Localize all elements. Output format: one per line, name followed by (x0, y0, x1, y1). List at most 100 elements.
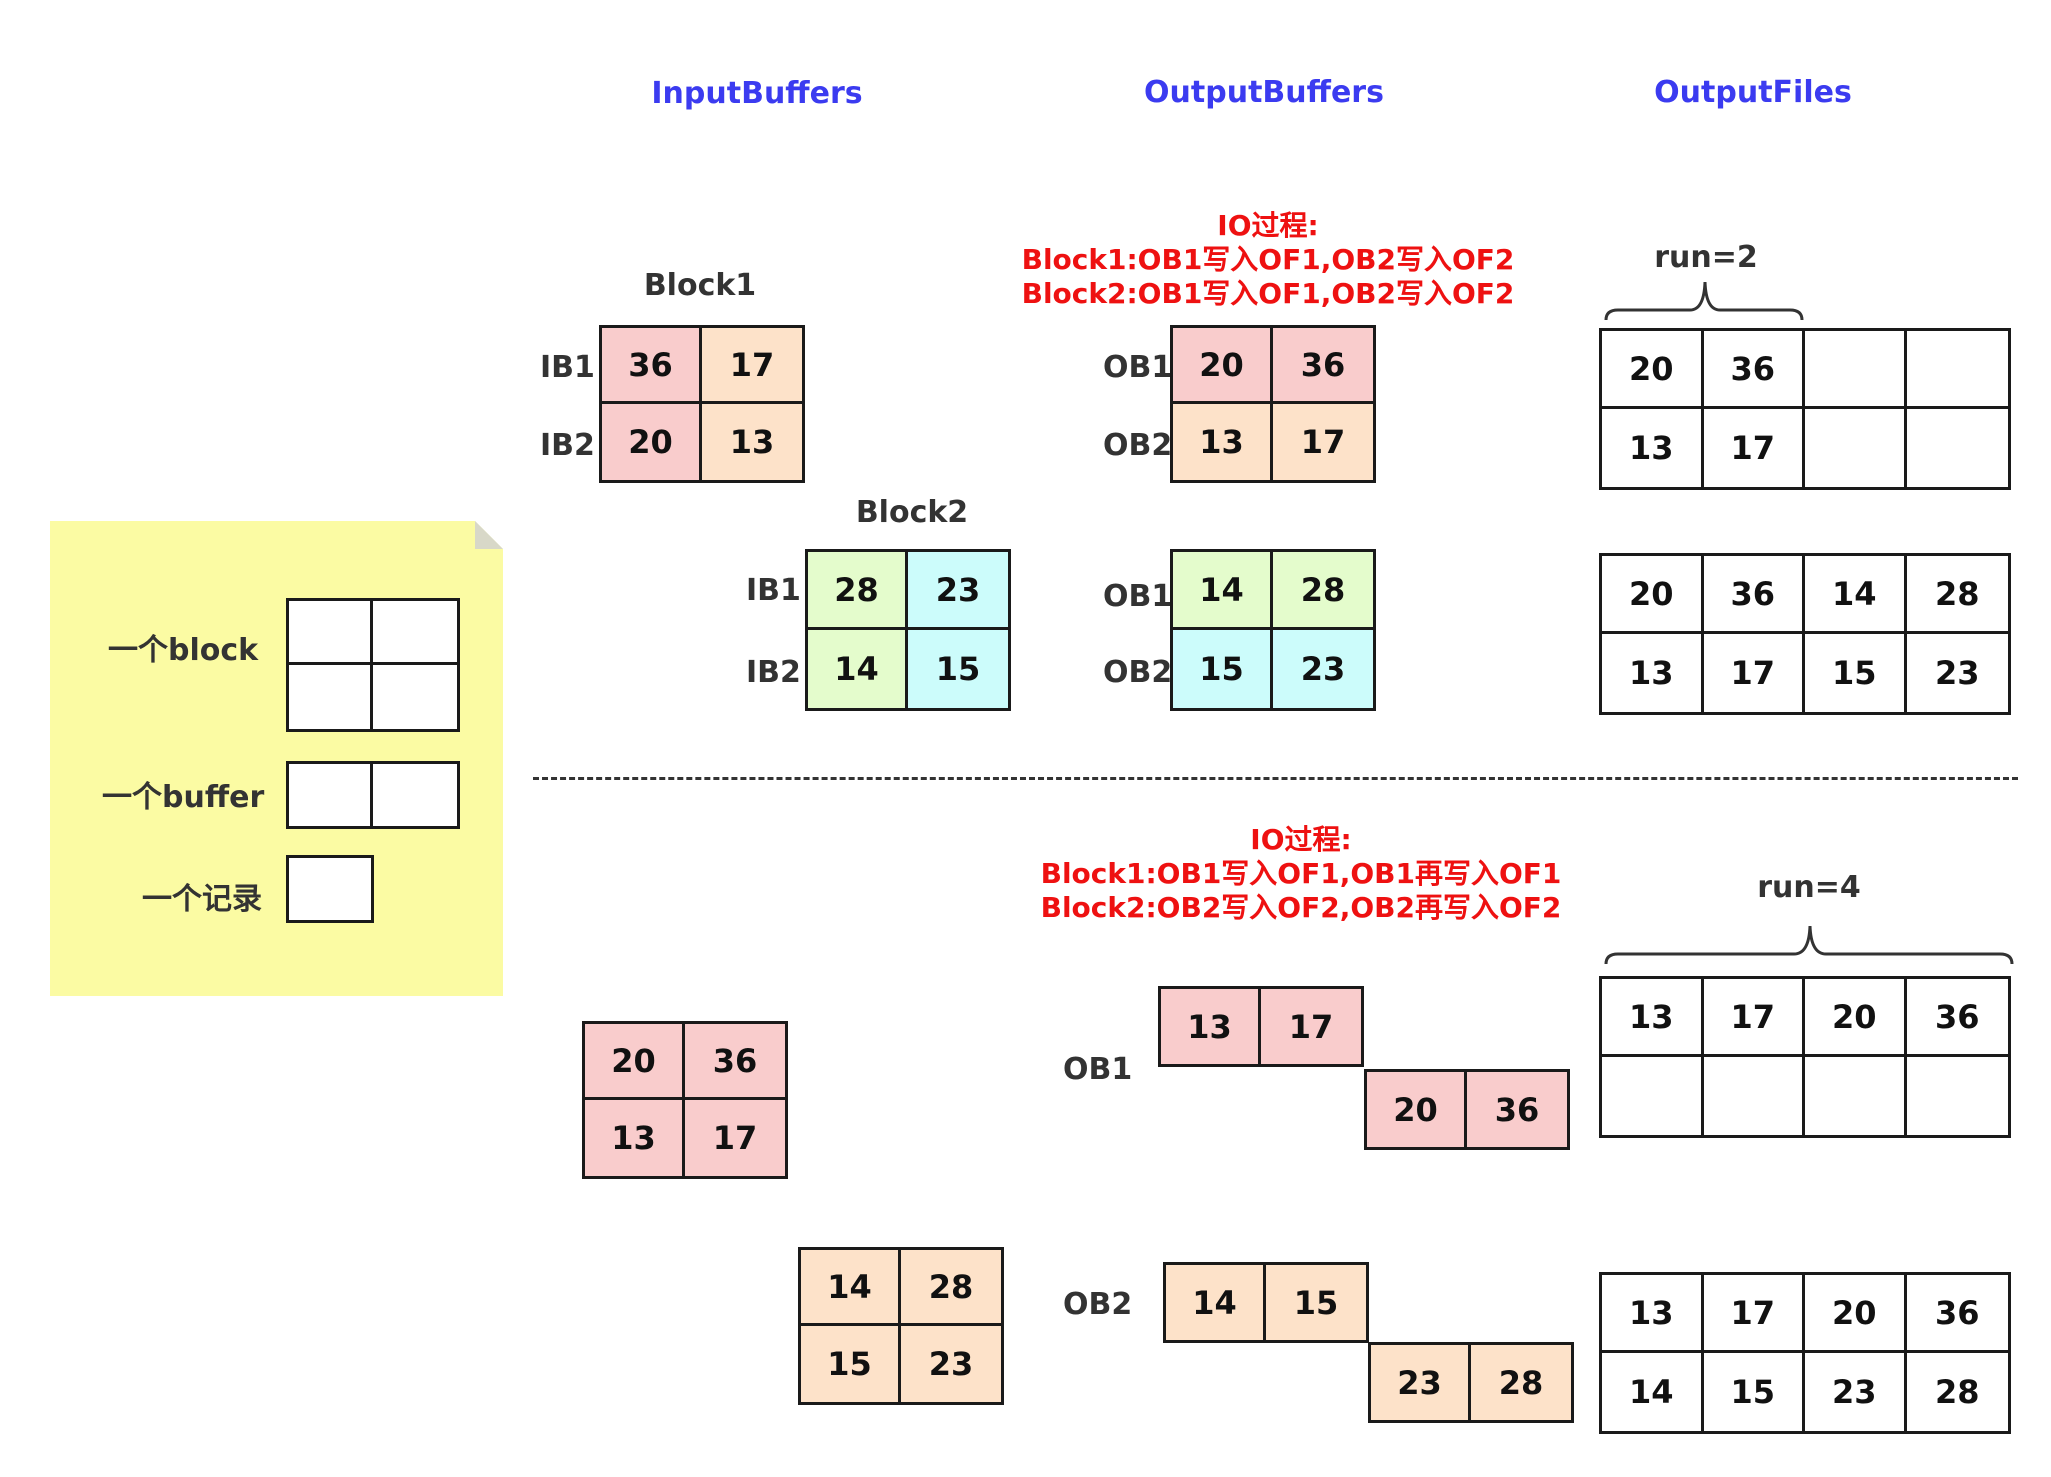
record-cell (1805, 331, 1907, 409)
top-io-line-3: Block2:OB1写入OF1,OB2写入OF2 (1021, 277, 1515, 310)
record-cell: 20 (1805, 979, 1907, 1057)
record-cell: 36 (1467, 1072, 1567, 1147)
record-cell (1805, 1057, 1907, 1135)
record-cell: 36 (1273, 328, 1373, 404)
record-cell: 20 (585, 1024, 685, 1100)
bottom-ob2-label: OB2 (1063, 1287, 1133, 1322)
record-cell: 20 (1367, 1072, 1467, 1147)
record-cell: 13 (702, 404, 802, 480)
record-cell: 36 (1906, 1275, 2008, 1353)
record-cell (1906, 331, 2008, 409)
record-cell: 28 (1906, 556, 2008, 634)
bottom-io-process: IO过程: Block1:OB1写入OF1,OB1再写入OF1 Block2:O… (1041, 823, 1562, 925)
record-cell (289, 665, 373, 729)
block2-label: Block2 (855, 495, 969, 530)
record-cell: 28 (901, 1250, 1001, 1326)
top-ib1-label-block2: IB1 (746, 573, 801, 608)
record-cell: 28 (1273, 552, 1373, 630)
record-cell: 13 (1602, 1275, 1704, 1353)
note-fold-corner (475, 521, 503, 549)
record-cell (1906, 409, 2008, 487)
record-cell: 36 (1906, 979, 2008, 1057)
record-cell: 14 (801, 1250, 901, 1326)
legend-buffer-label: 一个buffer (102, 780, 265, 815)
record-cell: 14 (1166, 1265, 1266, 1340)
record-cell (373, 601, 457, 665)
record-cell: 17 (1703, 634, 1805, 712)
record-cell (1906, 1057, 2008, 1135)
top-ob1-label-1: OB1 (1103, 350, 1173, 385)
record-cell: 17 (1703, 1275, 1805, 1353)
record-cell (289, 858, 371, 920)
record-cell (1805, 409, 1907, 487)
record-cell: 13 (1602, 634, 1704, 712)
record-cell (1602, 1057, 1704, 1135)
top-ib2-label-block1: IB2 (540, 428, 595, 463)
header-output-files: OutputFiles (1654, 75, 1852, 110)
bottom-ob1-label: OB1 (1063, 1052, 1133, 1087)
bottom-io-line-2: Block1:OB1写入OF1,OB1再写入OF1 (1040, 857, 1562, 890)
record-cell: 17 (685, 1100, 785, 1176)
record-cell: 14 (1805, 556, 1907, 634)
record-cell: 36 (602, 328, 702, 404)
top-ob2-label-1: OB2 (1103, 428, 1173, 463)
record-cell: 14 (808, 630, 908, 708)
bottom-run-label: run=4 (1757, 870, 1861, 905)
top-ib2-label-block2: IB2 (746, 655, 801, 690)
record-cell: 20 (602, 404, 702, 480)
record-cell: 20 (1602, 331, 1704, 409)
record-cell: 17 (1703, 409, 1805, 487)
record-cell: 23 (1273, 630, 1373, 708)
legend-block-grid (286, 598, 460, 732)
top-io-process: IO过程: Block1:OB1写入OF1,OB2写入OF2 Block2:OB… (1022, 209, 1515, 311)
record-cell: 15 (1703, 1353, 1805, 1431)
record-cell: 20 (1805, 1275, 1907, 1353)
bottom-io-line-3: Block2:OB2写入OF2,OB2再写入OF2 (1040, 891, 1562, 924)
record-cell: 20 (1173, 328, 1273, 404)
record-cell: 36 (1703, 556, 1805, 634)
legend-record-label: 一个记录 (142, 882, 262, 917)
top-run-label: run=2 (1654, 240, 1758, 275)
record-cell (373, 665, 457, 729)
top-io-line-1: IO过程: (1217, 209, 1319, 242)
record-cell: 17 (1273, 404, 1373, 480)
record-cell: 23 (1906, 634, 2008, 712)
legend-note (50, 521, 503, 996)
bottom-io-line-1: IO过程: (1250, 823, 1352, 856)
record-cell: 20 (1602, 556, 1704, 634)
record-cell: 23 (908, 552, 1008, 630)
record-cell: 13 (1161, 989, 1261, 1064)
record-cell: 15 (801, 1326, 901, 1402)
record-cell: 28 (808, 552, 908, 630)
record-cell: 23 (901, 1326, 1001, 1402)
record-cell: 17 (1261, 989, 1361, 1064)
legend-block-label: 一个block (108, 633, 259, 668)
record-cell: 36 (685, 1024, 785, 1100)
record-cell: 13 (1173, 404, 1273, 480)
record-cell: 23 (1805, 1353, 1907, 1431)
record-cell: 23 (1371, 1345, 1471, 1420)
header-input-buffers: InputBuffers (651, 76, 863, 111)
bottom-run-brace (1604, 925, 2014, 965)
record-cell: 13 (1602, 409, 1704, 487)
record-cell: 15 (1805, 634, 1907, 712)
top-io-line-2: Block1:OB1写入OF1,OB2写入OF2 (1021, 243, 1515, 276)
top-run-brace (1604, 281, 1804, 321)
record-cell: 14 (1173, 552, 1273, 630)
record-cell (289, 601, 373, 665)
record-cell (373, 764, 457, 826)
record-cell: 36 (1703, 331, 1805, 409)
section-divider (533, 777, 2018, 780)
